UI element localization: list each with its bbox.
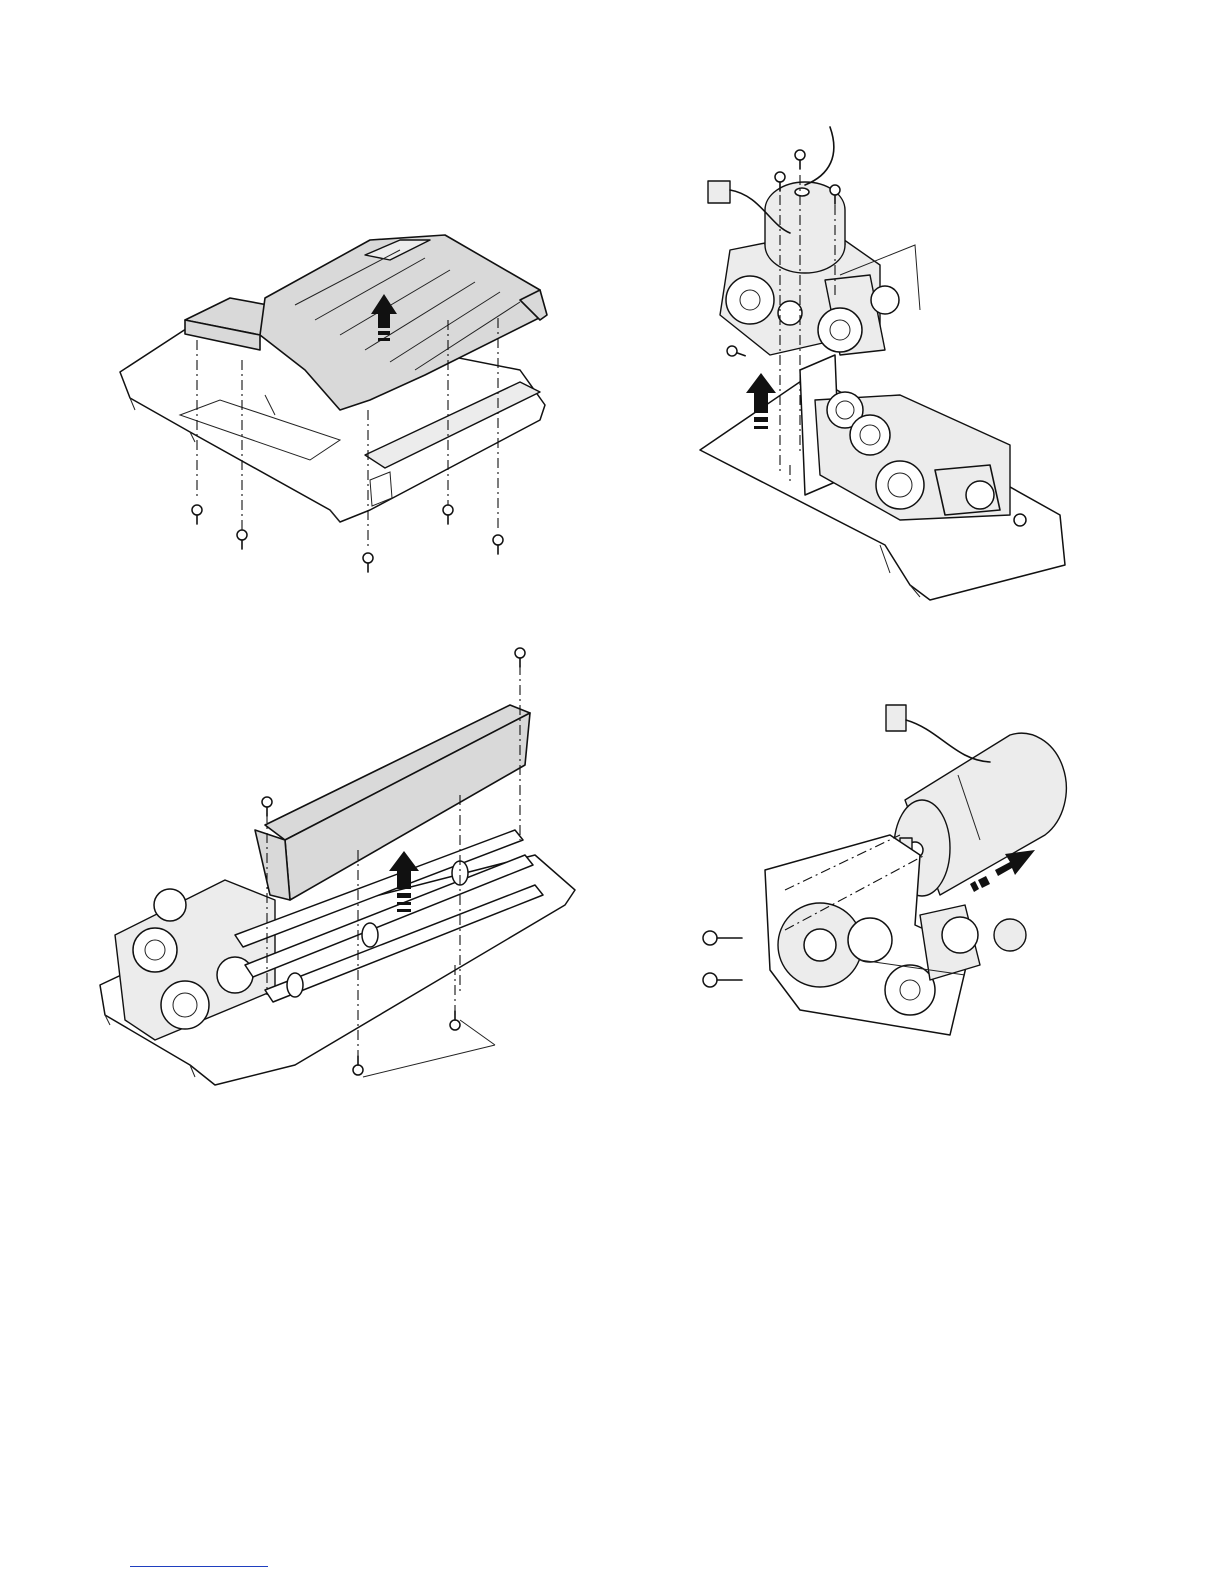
screw-icon	[192, 505, 202, 524]
figure-paper-guide-cover	[95, 645, 585, 1090]
figure-drive-motor-unit	[690, 115, 1070, 610]
screw-icon	[703, 931, 742, 945]
screw-icon	[237, 530, 247, 549]
screw-icon	[363, 553, 373, 572]
screw-icon	[262, 797, 272, 816]
figure-drive-motor	[690, 690, 1070, 1055]
screw-icon	[515, 648, 525, 667]
screw-icon	[493, 535, 503, 554]
footer-link-underline	[130, 1566, 268, 1567]
screw-icon	[443, 505, 453, 524]
screw-icon	[726, 345, 747, 361]
screw-icon	[450, 1011, 460, 1030]
footer-link[interactable]	[130, 1556, 268, 1570]
screw-icon	[353, 1056, 363, 1075]
figure-paper-tray-cover	[100, 210, 570, 580]
screw-icon	[703, 973, 742, 987]
screw-icon	[795, 150, 805, 169]
